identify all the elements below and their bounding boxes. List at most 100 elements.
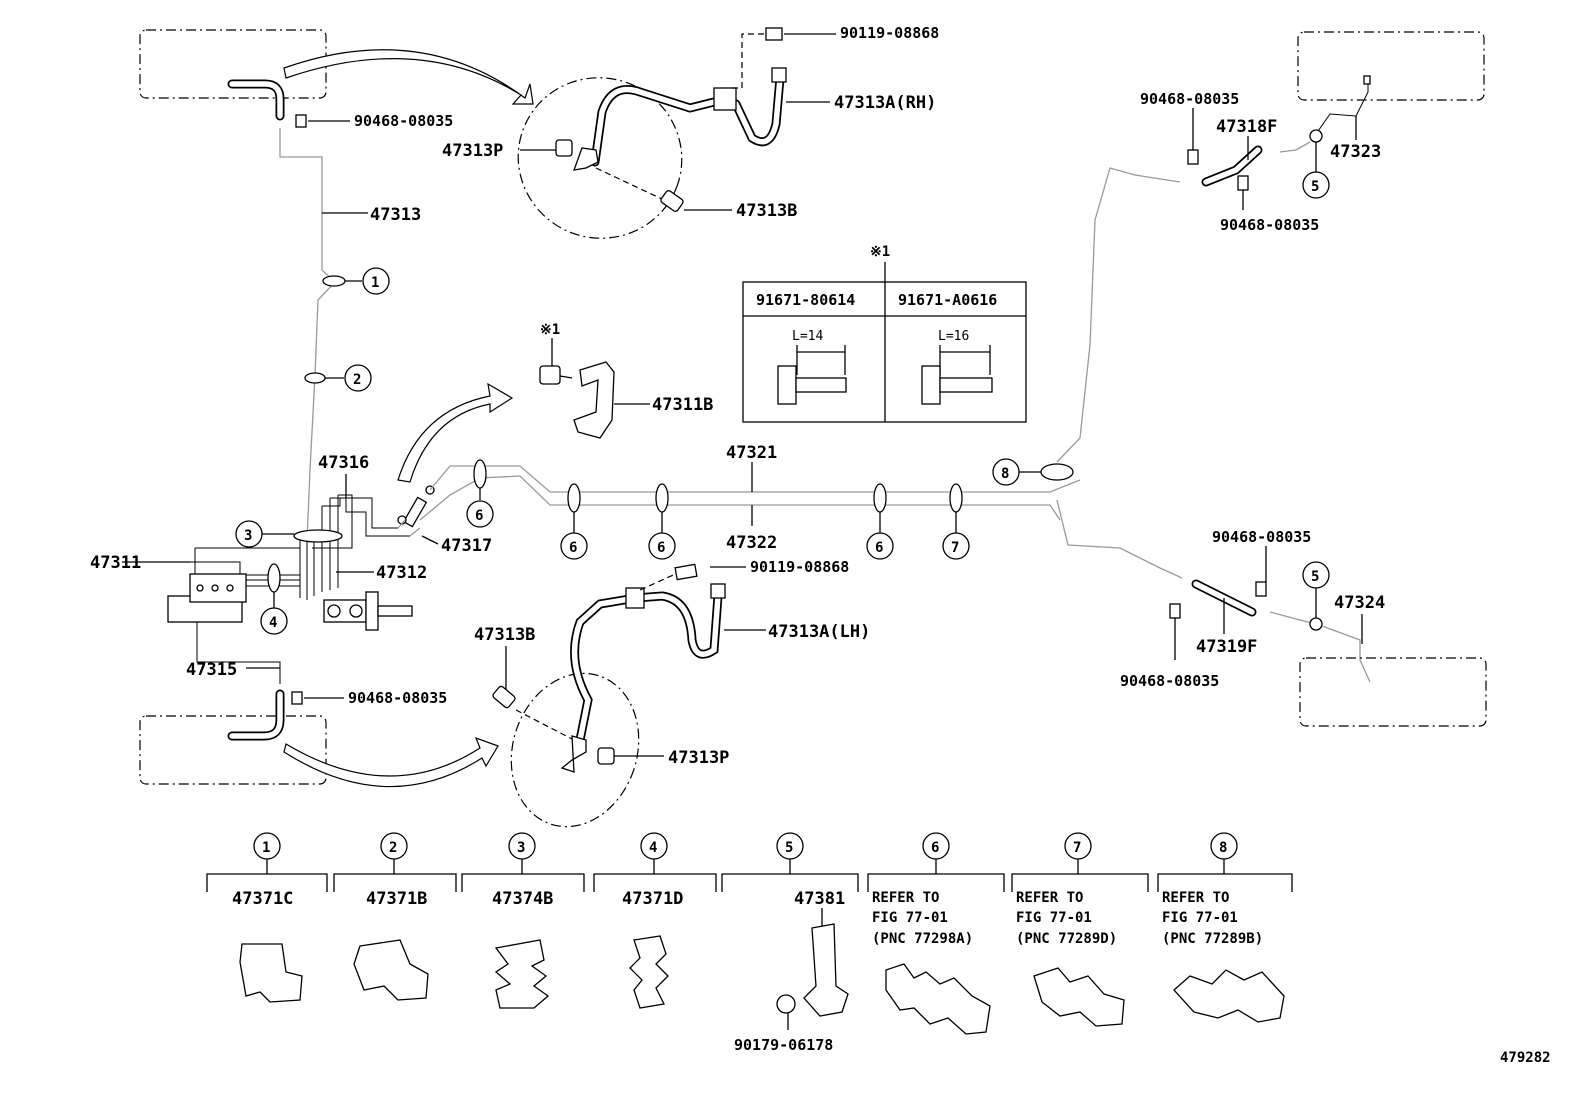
rear-lh-group: 47319F 90468-08035 90468-08035 5 47324 <box>1056 499 1487 727</box>
svg-text:(PNC 77289B): (PNC 77289B) <box>1162 931 1263 947</box>
front-lh-hose-group: 90119-08868 47313A(LH) 47313B 47313P <box>474 558 870 828</box>
top-left-wheel-group: 90468-08035 47313 1 2 <box>139 29 534 541</box>
label-90468-rb1: 90468-08035 <box>1212 528 1311 546</box>
bolt-part-1: 91671-80614 <box>756 291 855 309</box>
rear-left-area-box <box>1299 657 1487 727</box>
tube-clamp-bracket-icon <box>803 923 849 1017</box>
label-47313A-RH: 47313A(RH) <box>834 93 936 113</box>
clamp-icon <box>322 275 346 287</box>
union-nut-icon <box>710 583 726 599</box>
legend-row: 1 47371C 2 47371B 3 47374B 4 47371D 5 47… <box>206 832 1293 1054</box>
callout-7 <box>942 532 970 560</box>
legend-refer-8: REFER TO <box>1162 890 1229 906</box>
svg-text:(PNC 77298A): (PNC 77298A) <box>872 931 973 947</box>
label-90468-rt1: 90468-08035 <box>1140 90 1239 108</box>
banjo-fitting-icon <box>560 735 587 773</box>
svg-text:3: 3 <box>244 528 252 544</box>
legend-refer-6: REFER TO <box>872 890 939 906</box>
clamp-icon <box>885 963 991 1035</box>
clamp-icon <box>353 939 429 1001</box>
label-47313: 47313 <box>370 205 421 225</box>
callout-5 <box>1302 171 1330 199</box>
svg-text:4: 4 <box>269 615 277 631</box>
clip-icon <box>295 114 307 128</box>
pipe-end-icon <box>227 689 285 741</box>
label-47322: 47322 <box>726 533 777 553</box>
bottom-left-wheel-group: 90468-08035 <box>139 689 499 788</box>
note-mark-small: ※1 <box>540 322 560 338</box>
label-47312: 47312 <box>376 563 427 583</box>
clip-icon <box>1169 603 1181 619</box>
legend-part-4: 47371D <box>622 889 683 909</box>
clamp-icon <box>873 483 887 513</box>
clamp-icon <box>1173 969 1285 1023</box>
front-rh-hose-group: 90119-08868 47313A(RH) 47313P 47313B <box>442 24 939 239</box>
clip-icon <box>1187 149 1199 165</box>
grommet-icon <box>776 994 796 1014</box>
bolt-length-1: L=14 <box>792 329 823 344</box>
label-47319F: 47319F <box>1196 637 1257 657</box>
legend-refer-7: REFER TO <box>1016 890 1083 906</box>
svg-text:7: 7 <box>1073 840 1081 856</box>
legend-part-2: 47371B <box>366 889 427 909</box>
union-nut-icon <box>771 67 787 83</box>
label-47317: 47317 <box>441 536 492 556</box>
hose-bracket-icon <box>713 87 737 111</box>
gasket-icon <box>555 139 573 157</box>
label-47313P-bottom: 47313P <box>668 748 729 768</box>
clamp-icon <box>494 939 550 1009</box>
label-90119-bottom: 90119-08868 <box>750 558 849 576</box>
bolt-icon <box>492 685 516 709</box>
clamp-icon <box>304 372 326 384</box>
svg-text:2: 2 <box>353 372 361 388</box>
master-cylinder-group: 3 4 47316 47317 47311 47312 47315 <box>90 453 492 684</box>
bolt-length-2: L=16 <box>938 329 969 344</box>
callout-1 <box>362 267 390 295</box>
clip-bracket-icon <box>1309 617 1323 631</box>
svg-text:(PNC 77289D): (PNC 77289D) <box>1016 931 1117 947</box>
callout-8 <box>992 458 1020 486</box>
curved-arrow-icon <box>283 49 534 105</box>
label-47313B-top: 47313B <box>736 201 797 221</box>
bolt-icon <box>660 190 684 212</box>
bolt-head-icon <box>921 365 941 405</box>
knuckle-outline <box>517 77 683 239</box>
label-90468-rt2: 90468-08035 <box>1220 216 1319 234</box>
legend-part-1: 47371C <box>232 889 293 909</box>
clamp-icon <box>629 935 669 1009</box>
svg-text:FIG 77-01: FIG 77-01 <box>872 910 948 926</box>
clamp-icon <box>293 529 343 543</box>
bolt-spec-table: ※1 91671-80614 91671-A0616 L=14 L=16 <box>742 244 1027 423</box>
tube-47322 <box>419 475 1061 521</box>
label-47313B-bottom: 47313B <box>474 625 535 645</box>
bolt-head-icon <box>777 365 797 405</box>
clip-icon <box>291 691 303 705</box>
bolt-icon <box>765 27 783 41</box>
legend-part-5-sub: 90179-06178 <box>734 1036 833 1054</box>
svg-text:FIG 77-01: FIG 77-01 <box>1162 910 1238 926</box>
legend-part-5: 47381 <box>794 889 845 909</box>
clamp-icon <box>655 483 669 513</box>
label-90468-bottom-left: 90468-08035 <box>348 689 447 707</box>
clip-bracket-icon <box>1309 129 1323 143</box>
svg-text:7: 7 <box>951 540 959 556</box>
tube-47321 <box>429 465 1081 493</box>
label-47316: 47316 <box>318 453 369 473</box>
clamp-icon <box>1033 967 1125 1027</box>
hose-bracket-icon <box>625 587 645 609</box>
main-tube-run: 47321 47322 6 6 6 6 7 8 <box>419 443 1081 560</box>
svg-text:8: 8 <box>1001 466 1009 482</box>
rear-left-area-box <box>139 715 327 785</box>
clamp-icon <box>239 943 303 1003</box>
callout-6 <box>560 532 588 560</box>
svg-text:1: 1 <box>262 840 270 856</box>
gasket-icon <box>597 747 615 765</box>
clamp-icon <box>267 563 281 593</box>
label-47313A-LH: 47313A(LH) <box>768 622 870 642</box>
bolt-icon <box>539 365 561 385</box>
label-90468-rb2: 90468-08035 <box>1120 672 1219 690</box>
svg-text:5: 5 <box>1311 179 1319 195</box>
bracket-icon <box>573 361 615 439</box>
svg-text:6: 6 <box>475 508 483 524</box>
